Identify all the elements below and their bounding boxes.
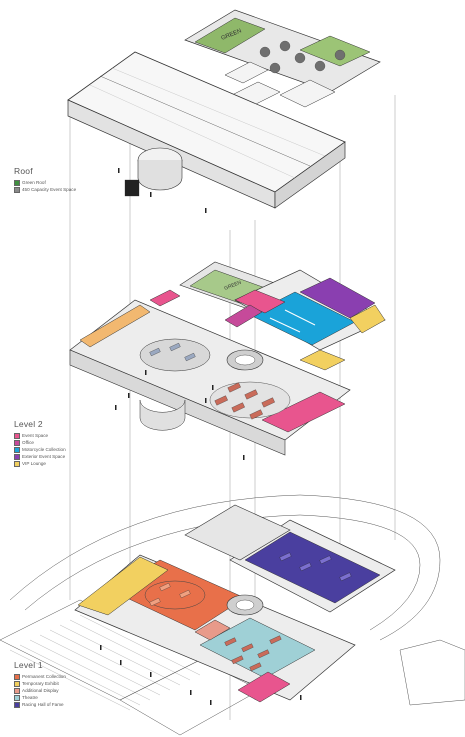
level2-legend: Level 2 Event Space Office Motorcycle Co… [14,419,66,467]
legend-label: Motorcycle Collection [22,447,66,452]
office-zone [224,304,263,328]
legend-item: Temporary Exhibit [14,680,66,687]
parking-stripes [9,614,201,711]
legend-label: Permanent Collection [22,674,66,679]
green-roof-patch-1 [194,17,266,54]
legend-item: Theatre [14,694,66,701]
legend-label: Racing Hall of Fame [22,702,64,707]
legend-item: Exterior Event Space [14,453,66,460]
legend-swatch [14,687,20,694]
legend-item: 450 Capacity Event Space [14,186,76,193]
roof-trees [259,40,346,74]
legend-item: Office [14,439,66,446]
legend-swatch [14,694,20,701]
exterior-event-space-zone [299,277,376,319]
legend-item: Additional Display [14,687,66,694]
legend-item: Racing Hall of Fame [14,701,66,708]
legend-item: Motorcycle Collection [14,446,66,453]
legend-item: Green Roof [14,179,76,186]
roof-level: GREEN [67,9,381,213]
legend-label: Temporary Exhibit [22,681,59,686]
legend-swatch [14,701,20,708]
people-roof [118,168,207,213]
theatre-zone [199,617,316,679]
legend-swatch [14,446,20,453]
legend-swatch [14,460,20,467]
legend-label: 450 Capacity Event Space [22,187,77,192]
legend-item: VIP Lounge [14,460,66,467]
legend-label: Theatre [22,695,38,700]
level1-legend: Level 1 Permanent Collection Temporary E… [14,660,66,708]
legend-item: Permanent Collection [14,673,66,680]
roof-legend: Roof Green Roof 450 Capacity Event Space [14,166,76,193]
legend-item: Event Space [14,432,66,439]
temporary-exhibit-zone [77,556,169,616]
legend-swatch [14,179,20,186]
legend-swatch [14,432,20,439]
legend-label: Additional Display [22,688,59,693]
green-roof-patch-2 [299,35,371,67]
people-level2 [115,370,245,460]
legend-label: Exterior Event Space [22,454,66,459]
legend-swatch [14,453,20,460]
level-1 [0,494,465,736]
people-level1 [100,645,302,705]
additional-display-zone [237,671,291,703]
level-2: GREEN [69,261,386,460]
legend-label: Event Space [22,433,49,438]
level1-vehicles [224,635,282,672]
legend-swatch [14,439,20,446]
level1-legend-title: Level 1 [14,660,43,670]
racing-hall-of-fame-zone [244,531,381,604]
legend-swatch [14,680,20,687]
legend-swatch [14,673,20,680]
legend-label: Office [22,440,34,445]
legend-label: Green Roof [22,180,46,185]
legend-swatch [14,186,20,193]
level2-legend-title: Level 2 [14,419,43,429]
level2-vehicles [214,382,275,420]
roof-legend-title: Roof [14,166,33,176]
vip-lounge-zone [349,304,386,334]
legend-label: VIP Lounge [22,461,46,466]
